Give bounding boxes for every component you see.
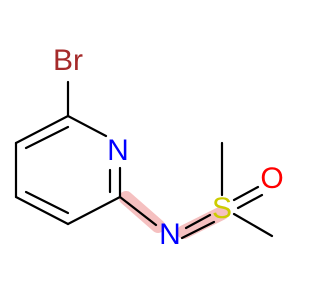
bond-c6-c5-inner bbox=[24, 125, 70, 150]
bond-s-methyl-right bbox=[232, 212, 274, 238]
bond-c4-c3-inner bbox=[24, 190, 70, 215]
bond-c4-c3 bbox=[14, 195, 70, 226]
molecule-structure: Br N N S O bbox=[14, 44, 284, 251]
atom-imino-nitrogen: N bbox=[159, 218, 181, 251]
pyridine-ring bbox=[14, 80, 122, 226]
sulfoximine-group bbox=[220, 141, 274, 238]
bond-c6-c5 bbox=[14, 114, 70, 145]
bond-n-s-1 bbox=[184, 213, 212, 230]
atom-ring-nitrogen: N bbox=[107, 134, 129, 167]
bond-n-c6 bbox=[66, 114, 108, 138]
molecule-canvas: Br N N S O bbox=[14, 44, 284, 251]
bond-n-s-2 bbox=[180, 220, 216, 240]
bond-c2-nimino bbox=[118, 195, 158, 227]
bond-s-o-2 bbox=[236, 193, 264, 210]
imine-linkage bbox=[118, 195, 216, 240]
bond-c3-c2 bbox=[66, 195, 122, 226]
atom-bromine: Br bbox=[53, 44, 83, 77]
atom-sulfur: S bbox=[212, 192, 232, 225]
bond-s-o-1 bbox=[232, 185, 260, 202]
atom-oxygen: O bbox=[260, 162, 283, 195]
